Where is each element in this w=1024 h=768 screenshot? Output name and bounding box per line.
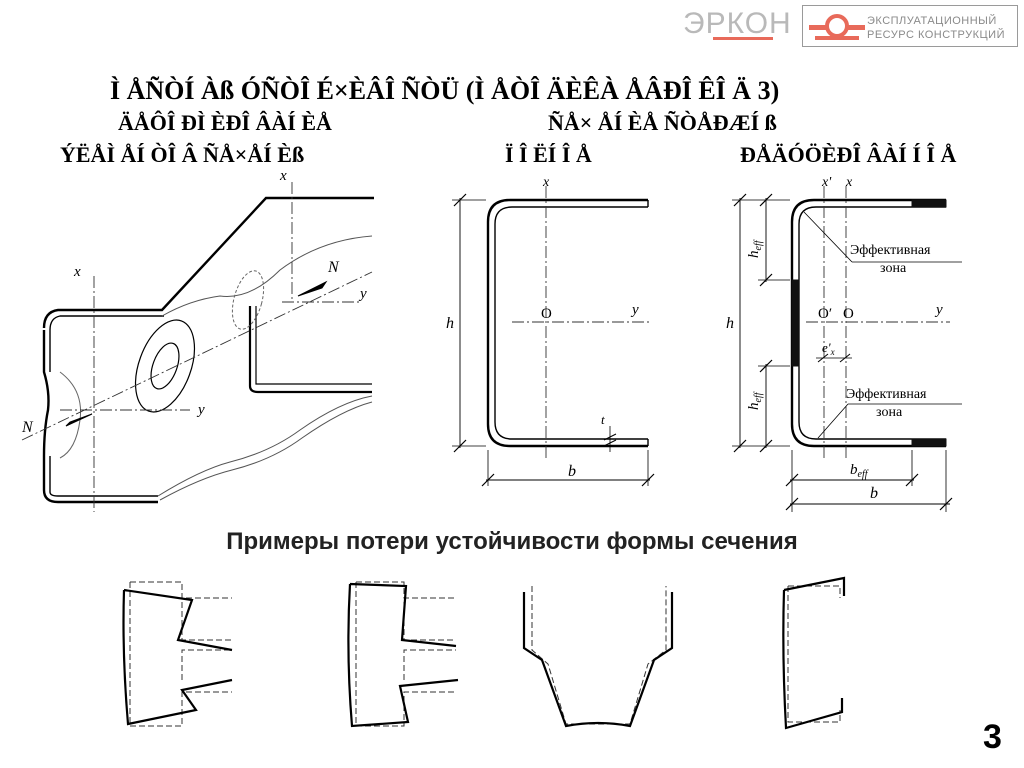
slide-title: Ì ÅÑÒÍ Àß ÓÑÒÎ É×ÈÂÎ ÑÒÜ (Ì ÅÒÎ ÄÈÊÀ ÅÂÐ…	[110, 76, 780, 105]
axis-y-label-bottom: y	[196, 402, 205, 418]
effective-zone-bottom-line1: Эффективная	[846, 387, 927, 402]
right-subtitle-line2: ÐÅÄÓÖÈÐÎ ÂÀÍ Í Î Å	[740, 142, 957, 167]
effective-zone-top-line2: зона	[880, 261, 907, 276]
right-origin-label: O	[843, 306, 854, 322]
reduced-section-drawing	[732, 186, 962, 512]
middle-subtitle-line2: Ï Î ËÍ Î Å	[505, 142, 592, 167]
svg-text:heff: heff	[746, 391, 764, 410]
resurs-logo-line1: ЭКСПЛУАТАЦИОННЫЙ	[867, 15, 997, 27]
b-eff-base: b	[850, 462, 858, 478]
resurs-logo: ЭКСПЛУАТАЦИОННЫЙ РЕСУРС КОНСТРУКЦИЙ	[802, 5, 1018, 47]
buckling-example-3	[522, 586, 674, 728]
right-subtitle-line1: ÑÅ× ÅÍ ÈÅ ÑÒÅÐÆÍ ß	[548, 110, 777, 135]
b-eff-sub: eff	[858, 469, 869, 480]
buckling-example-4	[782, 576, 846, 730]
right-axis-y-label: y	[934, 302, 943, 318]
axis-y-label-top: y	[358, 286, 367, 302]
shifted-origin-label: O′	[818, 306, 832, 322]
width-dimension-label: b	[568, 463, 576, 480]
left-subtitle-line1: ÄÅÔÎ ÐÌ ÈÐÎ ÂÀÍ ÈÅ	[118, 110, 332, 135]
right-height-label: h	[726, 315, 734, 332]
h-eff-label-top: heff	[746, 239, 764, 258]
h-eff-top-sub: eff	[753, 239, 764, 250]
effective-zone-top-line1: Эффективная	[850, 243, 931, 258]
height-dimension-label: h	[446, 315, 454, 332]
eccentricity-base: e'	[822, 340, 831, 355]
right-axis-x-prime-label: x'	[821, 175, 832, 190]
left-subtitle-line2: ÝËÅÌ ÅÍ ÒÎ Â ÑÅ×ÅÍ Èß	[60, 142, 305, 167]
h-eff-top-base: h	[746, 251, 762, 259]
middle-axis-y-label: y	[630, 302, 639, 318]
force-N-label-top: N	[327, 259, 340, 276]
buckling-example-1	[122, 581, 233, 727]
erkon-logo-underline	[713, 37, 773, 40]
eccentricity-label: e'x	[822, 340, 835, 357]
slide-number: 3	[983, 718, 1002, 756]
axis-x-label-top: x	[279, 168, 287, 184]
axis-x-label-left: x	[73, 264, 81, 280]
resurs-logo-line2: РЕСУРС КОНСТРУКЦИЙ	[867, 29, 1005, 41]
h-eff-bottom-base: h	[746, 403, 762, 411]
svg-text:heff: heff	[746, 239, 764, 258]
buckling-example-2	[347, 581, 459, 728]
middle-axis-x-label: x	[542, 175, 550, 190]
resurs-logo-icon	[809, 14, 865, 40]
buckling-examples-caption: Примеры потери устойчивости формы сечени…	[226, 528, 798, 555]
deformed-channel-3d	[21, 182, 374, 512]
b-eff-label: beff	[850, 462, 869, 480]
middle-origin-label: O	[541, 306, 552, 322]
h-eff-label-bottom: heff	[746, 391, 764, 410]
erkon-logo: ЭРКОН	[683, 6, 795, 42]
h-eff-bottom-sub: eff	[753, 391, 764, 402]
effective-zone-bottom-line2: зона	[876, 405, 903, 420]
force-N-label-bottom: N	[21, 419, 34, 436]
eccentricity-sub: x	[830, 347, 835, 357]
thickness-dimension-label: t	[601, 412, 605, 427]
right-width-label: b	[870, 485, 878, 502]
right-axis-x-label: x	[845, 175, 853, 190]
erkon-logo-text: ЭРКОН	[683, 7, 792, 40]
full-section-drawing	[452, 186, 655, 487]
